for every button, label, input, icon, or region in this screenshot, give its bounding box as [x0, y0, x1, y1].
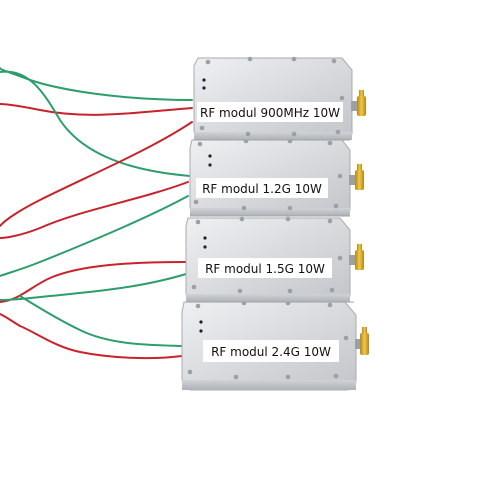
sma-connector: [355, 327, 369, 355]
module-label: RF modul 1.5G 10W: [205, 262, 325, 276]
sma-connector: [349, 244, 364, 270]
rf-module: RF modul 900MHz 10W: [193, 56, 366, 141]
module-label: RF modul 900MHz 10W: [200, 106, 340, 120]
rf-module: RF modul 1.5G 10W: [185, 216, 364, 303]
module-label: RF modul 1.2G 10W: [202, 182, 322, 196]
red-wire: [0, 103, 193, 116]
module-label-box: [197, 102, 343, 122]
module-label-box: [203, 340, 339, 362]
green-wire: [19, 295, 183, 347]
module-label-box: [198, 258, 332, 278]
green-wire: [0, 273, 187, 301]
red-wire: [0, 181, 189, 239]
red-wire: [0, 121, 193, 227]
sma-connector: [351, 90, 366, 116]
red-wire: [0, 313, 21, 327]
module-label-box: [196, 178, 328, 198]
sma-connector: [349, 164, 364, 190]
rf-module: RF modul 1.2G 10W: [189, 138, 364, 217]
wires: [0, 67, 193, 360]
module-label: RF modul 2.4G 10W: [211, 345, 331, 359]
green-wire: [0, 195, 189, 277]
module-seams: [186, 139, 354, 303]
rf-module: RF modul 2.4G 10W: [181, 300, 369, 391]
green-wire: [0, 67, 193, 101]
green-wire: [0, 70, 191, 177]
red-wire: [19, 325, 183, 360]
